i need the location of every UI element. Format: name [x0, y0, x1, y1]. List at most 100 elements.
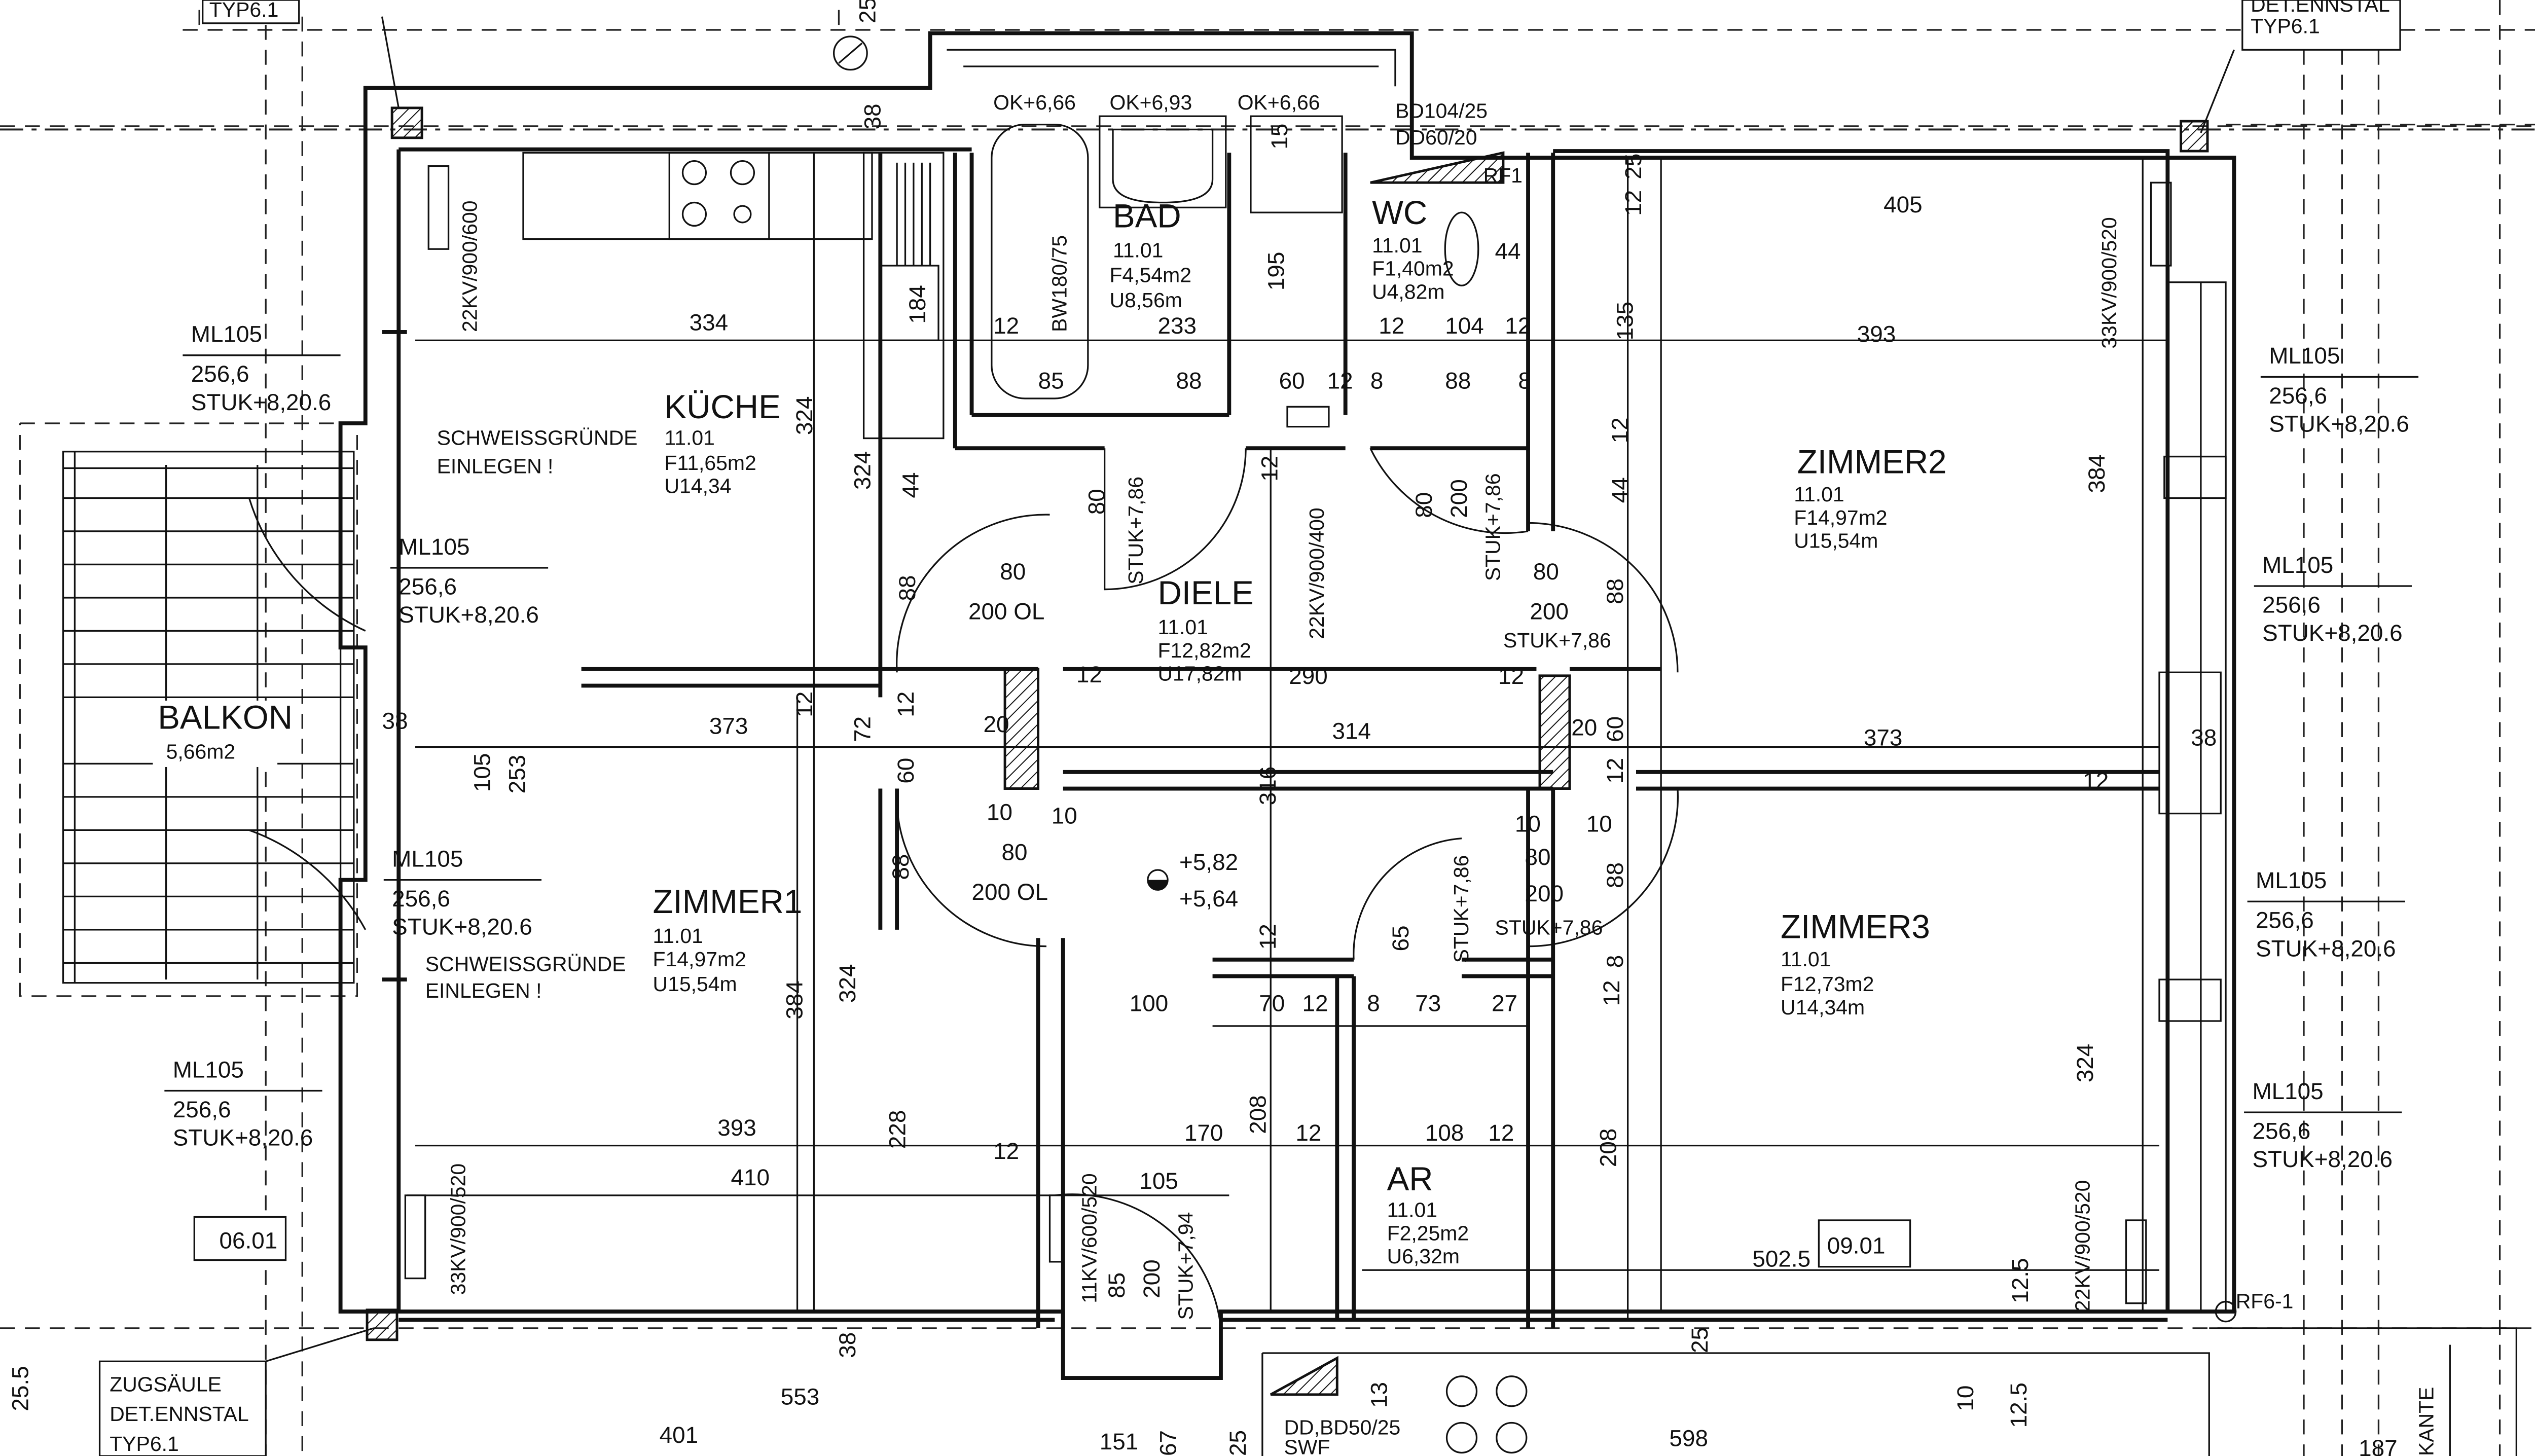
room-area: F14,97m2 [653, 948, 746, 971]
dimension-label: 25 [1224, 1430, 1251, 1456]
stairs-icon [862, 152, 945, 440]
top-label: DD60/20 [1395, 126, 1477, 149]
interior-walls-part [1335, 976, 1356, 1320]
dimension-label: 373 [709, 712, 748, 739]
radiator-label: 33KV/900/520 [2097, 217, 2121, 348]
dimension-label: 12 [1620, 190, 1646, 216]
column-icons [366, 106, 2209, 1341]
stove-icon [668, 152, 770, 240]
dimension-label: 12 [993, 1138, 1019, 1164]
level-marker-icon [1147, 869, 1169, 891]
radiator-icons-part [2125, 1219, 2147, 1304]
dimension-label: 200 [1138, 1259, 1165, 1298]
radiator-icons-part [1286, 406, 1330, 428]
bottom-stair-area-part [1445, 1422, 1478, 1454]
stove-icon-part [668, 152, 770, 240]
dimension-label: 8 [1518, 367, 1531, 393]
dimension-label: 10 [987, 799, 1012, 825]
interior-walls-part [407, 339, 2168, 1271]
dimension-label: 25 [1686, 1327, 1713, 1353]
tag-06: 06.01 [219, 1227, 277, 1254]
dimension-label: 200 [1525, 880, 1564, 906]
dimension-label: 393 [717, 1114, 756, 1141]
exterior-walls-part [2158, 455, 2227, 1022]
tag-box-09 [1818, 1219, 1911, 1268]
window-height: 256,6 [191, 360, 249, 387]
dimension-label: 334 [690, 309, 729, 336]
dimension-label: 208 [1595, 1129, 1621, 1167]
radiator-icons [404, 165, 2172, 1304]
dimension-label: 80 [1083, 489, 1110, 515]
door-stuk: STUK+7,94 [1174, 1212, 1197, 1320]
room-perimeter: U15,54m [1794, 529, 1878, 553]
dimension-label: 38 [834, 1332, 860, 1358]
column-note: TYP6.1 [209, 0, 279, 21]
dimension-label: 80 [1533, 558, 1559, 585]
window-height: 256,6 [2269, 382, 2327, 409]
dimension-label: 324 [791, 396, 817, 435]
radiator-icons-part [1048, 1194, 1064, 1263]
dimension-label: 502.5 [1752, 1246, 1810, 1272]
window-type: ML105 [399, 533, 469, 560]
stove-icon-part [681, 201, 707, 227]
bathtub [991, 123, 1089, 399]
dimension-label: 13 [1366, 1382, 1392, 1408]
room-area: F12,82m2 [1157, 639, 1251, 662]
room-area: F12,73m2 [1781, 972, 1874, 996]
dimension-label: 80 [1525, 844, 1551, 870]
radiator-label: 22KV/900/520 [2071, 1180, 2094, 1312]
weld-note: SCHWEISSGRÜNDE [425, 953, 626, 976]
dimension-label: 290 [1289, 663, 1328, 689]
dimension-label: 60 [1602, 716, 1628, 742]
interior-walls-part [1003, 668, 1040, 790]
interior-walls-part [1212, 957, 1553, 978]
dimension-label: 105 [468, 753, 495, 792]
dimension-label: 135 [1611, 302, 1638, 340]
bottom-label: KANTE [2415, 1387, 2438, 1456]
dimension-label: 324 [849, 451, 876, 490]
dimension-label: 25 [854, 0, 881, 23]
dimension-label: 73 [1415, 990, 1441, 1016]
room-perimeter: U4,82m [1372, 280, 1444, 303]
radiator-label: 11KV/600/520 [1077, 1173, 1101, 1303]
top-label: OK+6,66 [993, 91, 1076, 114]
dimension-label: 405 [1884, 191, 1923, 217]
window-type: ML105 [173, 1056, 244, 1082]
dimension-label: 20 [1571, 714, 1597, 741]
dimension-label: 373 [1864, 724, 1903, 750]
room-perimeter: U14,34 [664, 475, 731, 498]
window-type: ML105 [2269, 342, 2340, 369]
dimension-label: 25 [1620, 154, 1646, 179]
room-name: KÜCHE [664, 388, 780, 425]
dimension-label: 15 [1266, 124, 1292, 150]
interior-walls-part [1036, 788, 1555, 1328]
room-name: DIELE [1157, 574, 1253, 611]
dimension-label: 200 [1530, 598, 1569, 625]
tag-box-06 [193, 1216, 287, 1261]
weld-note: SCHWEISSGRÜNDE [437, 426, 638, 450]
dimension-label: 170 [1184, 1119, 1223, 1146]
dimension-label: 253 [503, 755, 530, 793]
window-stuk: STUK+8,20.6 [399, 601, 539, 628]
fixtures-part [1270, 1356, 1338, 1396]
radiator-icons-part [427, 165, 450, 250]
window-height: 256,6 [173, 1096, 231, 1122]
dimension-label: 80 [1410, 492, 1437, 518]
window-stuk: STUK+8,20.6 [2256, 935, 2396, 961]
interior-walls-part [796, 153, 2144, 1320]
dimension-label: 20 [983, 711, 1009, 737]
radiator-label: 22KV/900/400 [1305, 507, 1328, 639]
dimension-label: 12.5 [2007, 1258, 2033, 1303]
column-icons-part [366, 1308, 399, 1341]
interior-walls-part [1636, 770, 2159, 791]
column-note: DET.ENNSTAL [110, 1402, 249, 1426]
bottom-stair-area-part [2215, 1300, 2237, 1323]
fixtures-part [2241, 0, 2401, 51]
bathtub-label: BW180/75 [1047, 235, 1071, 332]
dimension-label: 12 [1254, 924, 1281, 950]
